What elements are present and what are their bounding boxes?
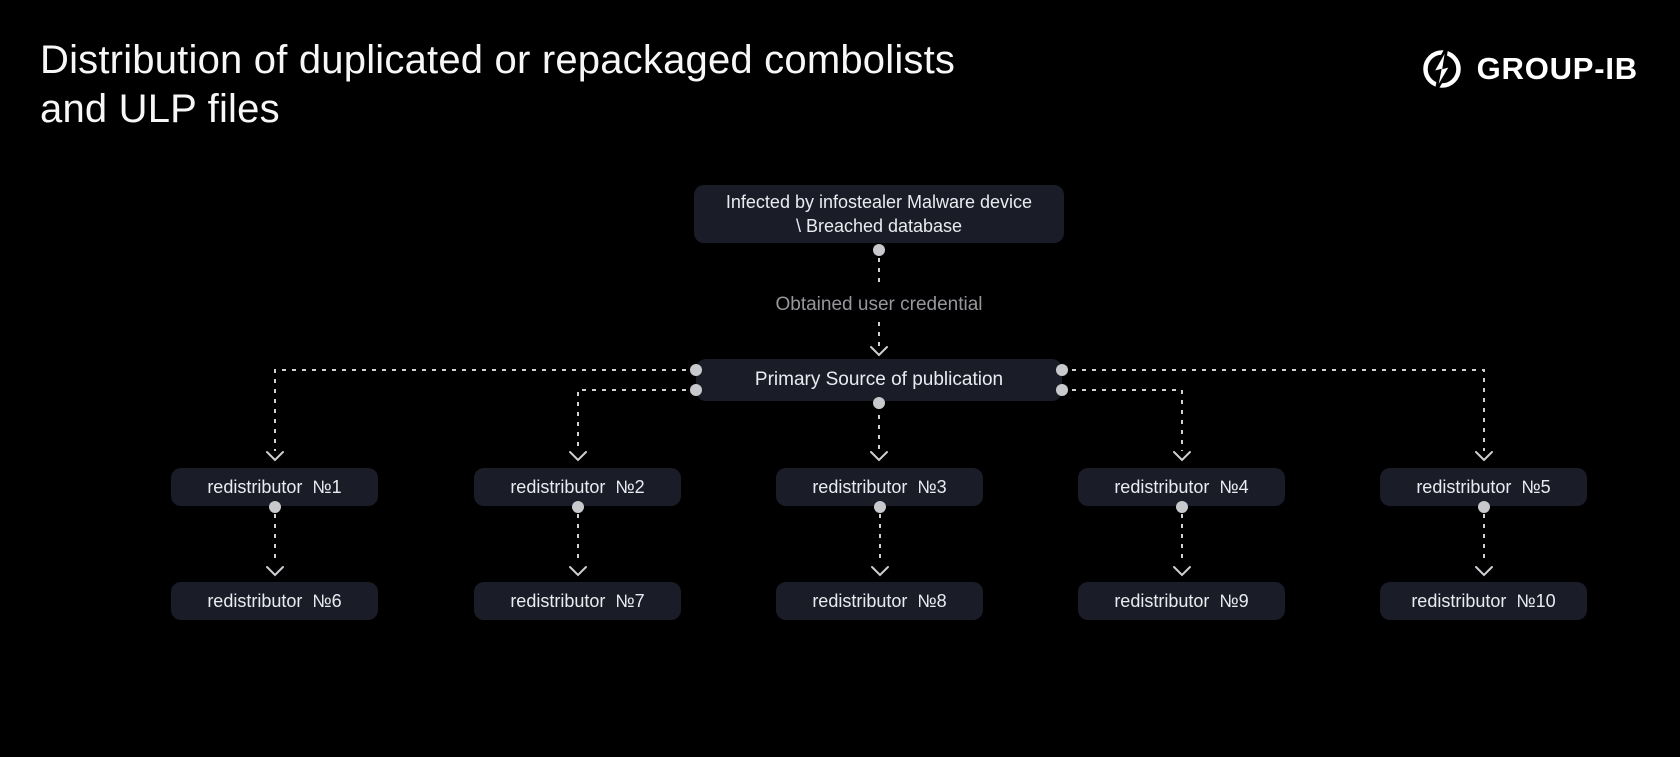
connector-primary-to-r2: [577, 389, 696, 451]
node-redistributor-3: redistributor №3: [776, 468, 983, 506]
node-redistributor-8: redistributor №8: [776, 582, 983, 620]
node-redistributor-6: redistributor №6: [171, 582, 378, 620]
arrowhead-into-r4: [1173, 451, 1191, 462]
arrowhead-into-r6: [266, 566, 284, 577]
arrowhead-into-r2: [569, 451, 587, 462]
node-redistributor-5: redistributor №5: [1380, 468, 1587, 506]
node-redistributor-7: redistributor №7: [474, 582, 681, 620]
edge-label-obtained-credential: Obtained user credential: [775, 294, 983, 315]
arrowhead-into-r3: [870, 451, 888, 462]
node-redistributor-9: redistributor №9: [1078, 582, 1285, 620]
page-title: Distribution of duplicated or repackaged…: [40, 38, 956, 131]
node-infected-device-line1: Infected by infostealer Malware device: [725, 192, 1033, 212]
brand-name: GROUP-IB: [1476, 51, 1638, 86]
connector-primary-to-r1: [274, 369, 696, 451]
arrowhead-into-r8: [871, 566, 889, 577]
group-ib-logo-icon: [1422, 46, 1461, 92]
dot-source-bottom: [873, 244, 885, 256]
arrowhead-into-primary: [870, 346, 888, 357]
node-redistributor-10: redistributor №10: [1380, 582, 1587, 620]
node-redistributor-2: redistributor №2: [474, 468, 681, 506]
arrowhead-into-r10: [1475, 566, 1493, 577]
node-primary-source: Primary Source of publication: [696, 359, 1062, 401]
connector-primary-to-r4: [1062, 389, 1183, 451]
node-redistributor-1: redistributor №1: [171, 468, 378, 506]
node-infected-device-line2: \ Breached database: [795, 216, 963, 236]
arrowhead-into-r1: [266, 451, 284, 462]
node-redistributor-4: redistributor №4: [1078, 468, 1285, 506]
arrowhead-into-r5: [1475, 451, 1493, 462]
arrowhead-into-r7: [569, 566, 587, 577]
connector-primary-to-r5: [1062, 369, 1485, 451]
node-infected-device: Infected by infostealer Malware device \…: [694, 185, 1064, 243]
arrowhead-into-r9: [1173, 566, 1191, 577]
brand-logo: GROUP-IB: [1419, 46, 1638, 92]
